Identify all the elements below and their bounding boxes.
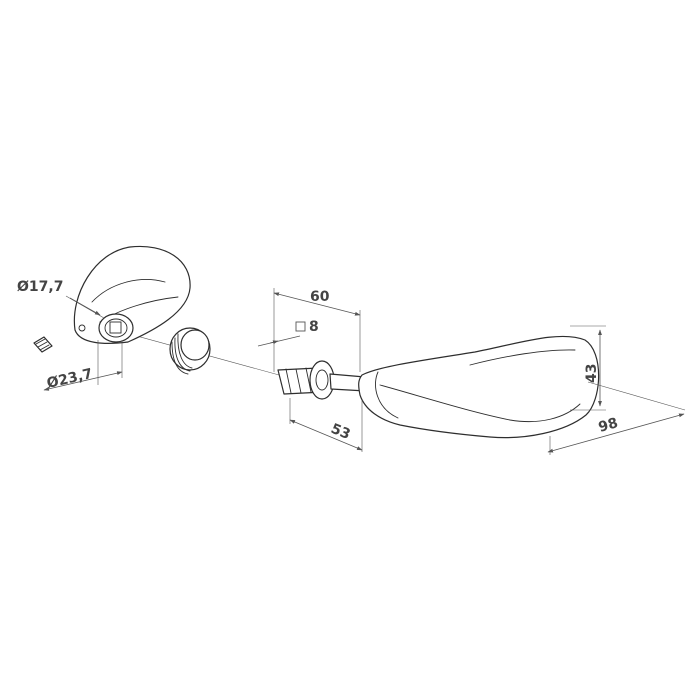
dim-lever-projection: 53 [289, 398, 363, 452]
square-symbol [295, 321, 306, 332]
dim-label-lever-length: 98 [597, 415, 620, 436]
dim-spindle-square: 8 [257, 319, 319, 347]
dim-label-rosette-outer-diameter: Ø23,7 [45, 366, 94, 392]
dim-spindle-length: 60 [273, 288, 361, 372]
threaded-ring [169, 327, 211, 375]
dim-label-lever-projection: 53 [329, 421, 353, 443]
dim-label-spindle-square: 8 [309, 319, 319, 335]
dim-lever-height: 43 [570, 325, 606, 411]
dim-lever-length: 98 [547, 381, 686, 455]
dim-rosette-inner-diameter: Ø17,7 [17, 279, 105, 319]
dim-label-rosette-inner-diameter: Ø17,7 [17, 279, 63, 295]
dim-label-lever-height: 43 [584, 364, 600, 383]
grub-screw [33, 336, 53, 353]
rosette-body [73, 245, 191, 344]
dim-label-spindle-length: 60 [310, 289, 330, 305]
dim-rosette-outer-diameter: Ø23,7 [43, 340, 123, 392]
spindle [277, 360, 367, 400]
lever-handle [358, 335, 600, 439]
